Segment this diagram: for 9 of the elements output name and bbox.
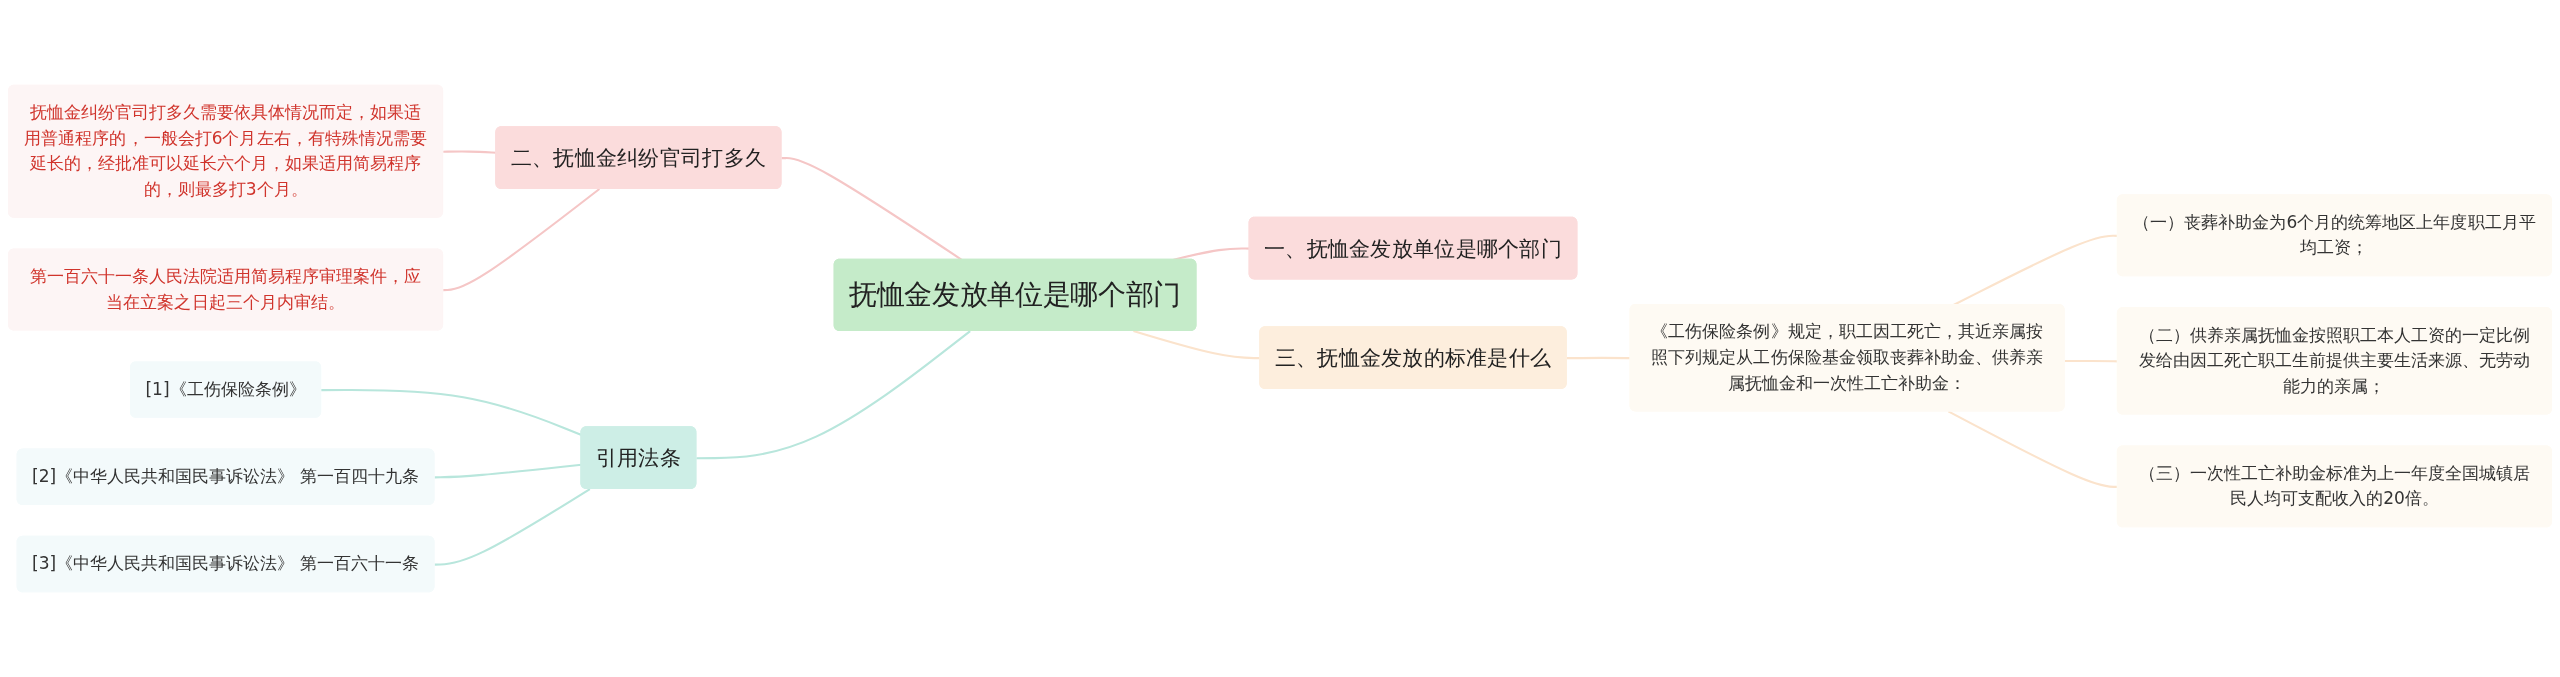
connector [321,388,582,437]
connector [1566,356,1631,360]
connector [1953,234,2118,306]
connector [781,157,963,261]
connector [1947,410,2118,488]
connector [2064,359,2118,363]
connector [696,330,971,460]
connector [434,488,591,566]
connector [443,188,601,292]
